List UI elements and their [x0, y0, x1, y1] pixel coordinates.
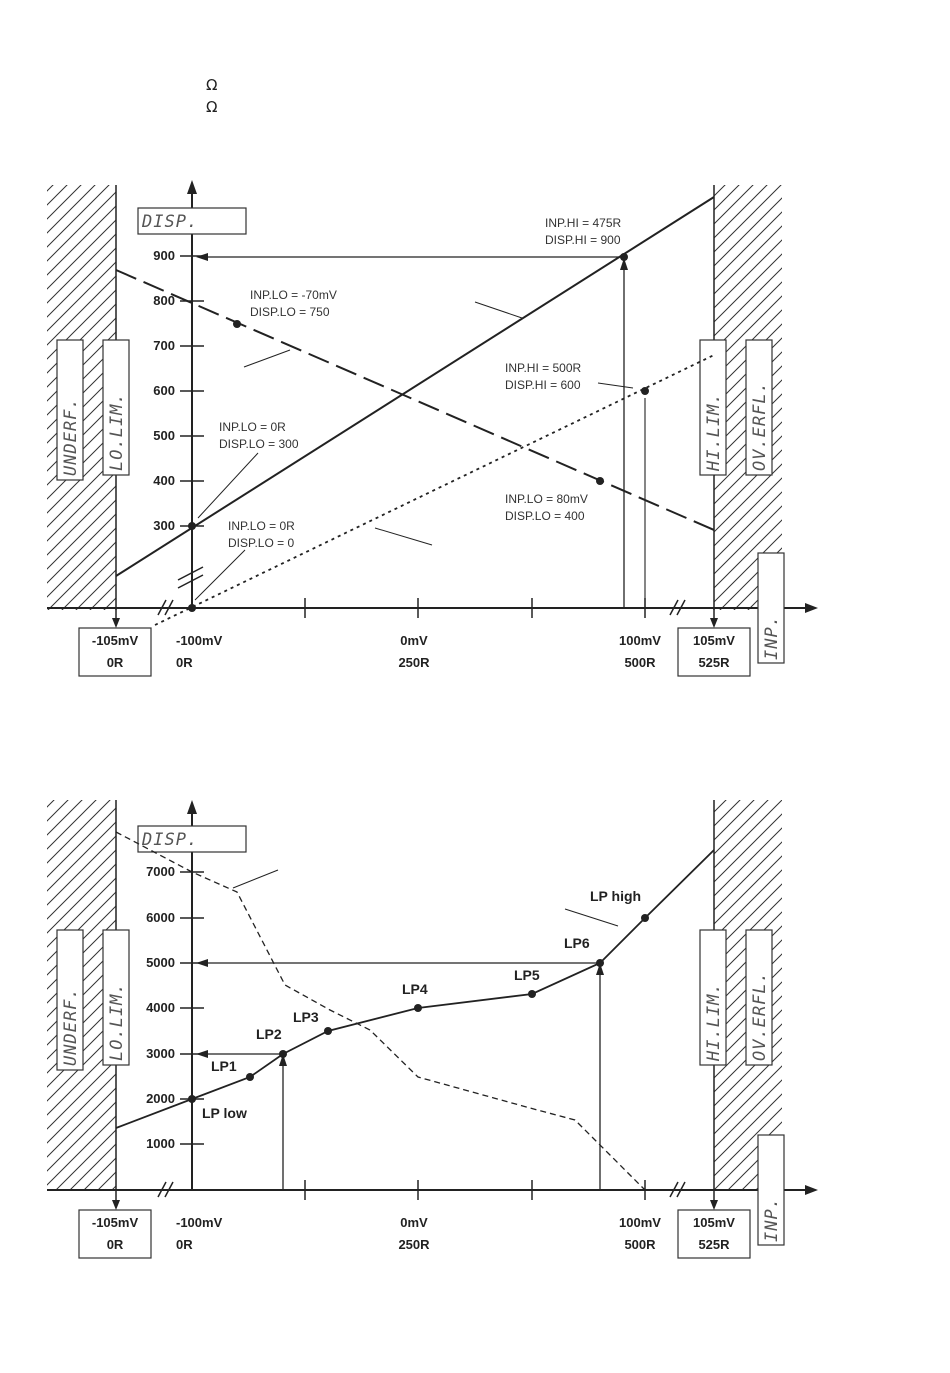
point-lp3	[324, 1027, 332, 1035]
disp-label: DISP.	[141, 212, 198, 232]
annotation-inp-lo-0r-b: INP.LO = 0R	[228, 519, 295, 533]
x-label-105mv: 105mV	[693, 633, 735, 648]
y2-tick-5000: 5000	[146, 955, 175, 970]
y-tick-800: 800	[153, 293, 175, 308]
linearization-diagram: 1000 2000 3000 4000 5000 6000 7000 DISP.…	[47, 800, 818, 1259]
inp-label-2: INP.	[762, 1197, 782, 1242]
underflow-label-2: UNDERF.	[61, 987, 81, 1066]
point-lp1	[246, 1073, 254, 1081]
inp-label: INP.	[762, 615, 782, 660]
omega-symbol-2: Ω	[206, 98, 218, 116]
x2-label-250r: 250R	[398, 1237, 430, 1252]
point-lp6	[596, 959, 604, 967]
label-lp2: LP2	[256, 1026, 282, 1042]
label-lp-low: LP low	[202, 1105, 247, 1121]
x2-label-0mv: 0mV	[400, 1215, 428, 1230]
x-axis-arrow-icon	[805, 603, 818, 613]
x-label-0r-outer: 0R	[107, 655, 124, 670]
x2-label-500r: 500R	[624, 1237, 656, 1252]
point-lp-low	[188, 1095, 196, 1103]
x2-label-minus105mv: -105mV	[92, 1215, 139, 1230]
annotation-disp-hi-900: DISP.HI = 900	[545, 233, 621, 247]
annotation-inp-lo-80mv: INP.LO = 80mV	[505, 492, 588, 506]
x-label-500r: 500R	[624, 655, 656, 670]
dashed-linearization-curve	[115, 831, 646, 1191]
y2-tick-6000: 6000	[146, 910, 175, 925]
label-lp5: LP5	[514, 967, 540, 983]
x-axis-arrow-icon-2	[805, 1185, 818, 1195]
x-label-0r: 0R	[176, 655, 193, 670]
disp-label-2: DISP.	[141, 830, 198, 850]
x2-label-minus100mv: -100mV	[176, 1215, 223, 1230]
linearization-polyline	[115, 849, 715, 1129]
x-label-0mv: 0mV	[400, 633, 428, 648]
point-lp4	[414, 1004, 422, 1012]
annotation-inp-lo-70mv: INP.LO = -70mV	[250, 288, 337, 302]
y-tick-700: 700	[153, 338, 175, 353]
dotted-scaling-line	[154, 354, 715, 626]
linear-scaling-diagram: 300 400 500 600 700 800 900 DISP. INP. U…	[47, 180, 818, 677]
y-tick-600: 600	[153, 383, 175, 398]
y2-tick-1000: 1000	[146, 1136, 175, 1151]
x2-label-100mv: 100mV	[619, 1215, 661, 1230]
y-tick-300: 300	[153, 518, 175, 533]
annotation-inp-hi-475: INP.HI = 475R	[545, 216, 621, 230]
hi-limit-label-2: HI.LIM.	[704, 982, 724, 1062]
y-tick-500: 500	[153, 428, 175, 443]
label-lp6: LP6	[564, 935, 590, 951]
overflow-label-2: OV.ERFL.	[750, 971, 770, 1061]
x2-label-105mv: 105mV	[693, 1215, 735, 1230]
x2-label-0r-outer: 0R	[107, 1237, 124, 1252]
lo-limit-label-2: LO.LIM.	[107, 982, 127, 1061]
label-lp3: LP3	[293, 1009, 319, 1025]
point-lp-high	[641, 914, 649, 922]
overflow-label: OV.ERFL.	[750, 381, 770, 471]
omega-symbol-1: Ω	[206, 76, 218, 94]
x2-label-0r: 0R	[176, 1237, 193, 1252]
dashed-scaling-line	[115, 269, 715, 531]
y2-tick-3000: 3000	[146, 1046, 175, 1061]
point-lp5	[528, 990, 536, 998]
label-lp4: LP4	[402, 981, 428, 997]
y-axis-arrow-icon-2	[187, 800, 197, 814]
y2-tick-7000: 7000	[146, 864, 175, 879]
label-lp1: LP1	[211, 1058, 237, 1074]
solid-scaling-line	[115, 196, 715, 577]
annotation-disp-lo-0: DISP.LO = 0	[228, 536, 294, 550]
x-label-250r: 250R	[398, 655, 430, 670]
x2-label-525r: 525R	[698, 1237, 730, 1252]
label-lp-high: LP high	[590, 888, 641, 904]
hi-limit-label: HI.LIM.	[704, 392, 724, 472]
y2-tick-4000: 4000	[146, 1000, 175, 1015]
lo-limit-label: LO.LIM.	[107, 392, 127, 471]
annotation-inp-hi-500: INP.HI = 500R	[505, 361, 581, 375]
y-tick-900: 900	[153, 248, 175, 263]
x-label-minus105mv: -105mV	[92, 633, 139, 648]
point-lp2	[279, 1050, 287, 1058]
x-label-minus100mv: -100mV	[176, 633, 223, 648]
x-label-525r: 525R	[698, 655, 730, 670]
annotation-inp-lo-0r-a: INP.LO = 0R	[219, 420, 286, 434]
annotation-disp-lo-400: DISP.LO = 400	[505, 509, 585, 523]
y-tick-400: 400	[153, 473, 175, 488]
y-axis-arrow-icon	[187, 180, 197, 194]
x-label-100mv: 100mV	[619, 633, 661, 648]
annotation-disp-lo-750: DISP.LO = 750	[250, 305, 330, 319]
annotation-disp-hi-600: DISP.HI = 600	[505, 378, 581, 392]
y2-tick-2000: 2000	[146, 1091, 175, 1106]
underflow-label: UNDERF.	[61, 397, 81, 476]
annotation-disp-lo-300: DISP.LO = 300	[219, 437, 299, 451]
